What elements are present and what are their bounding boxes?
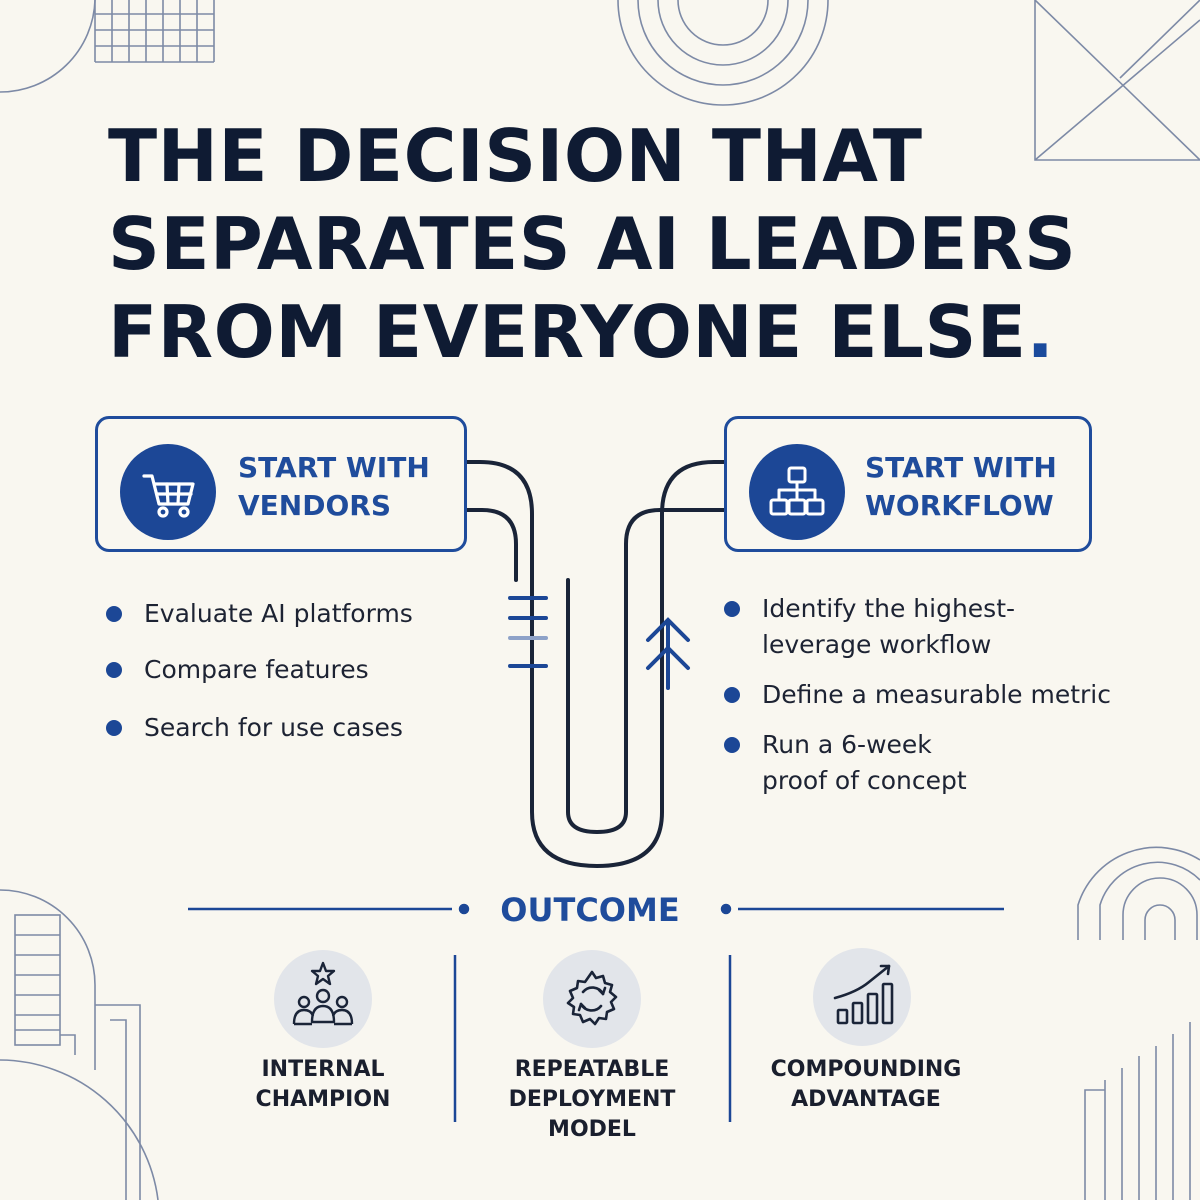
shopping-cart-icon	[142, 474, 195, 518]
outcome-item-line: MODEL	[548, 1117, 636, 1142]
growth-chart-icon	[833, 964, 894, 1025]
title-end-mark: .	[1026, 290, 1055, 374]
list-item: Define a measurable metric	[724, 677, 1164, 713]
outcome-item-line: REPEATABLE	[514, 1057, 670, 1082]
title-line-3-text: FROM EVERYONE ELSE	[108, 290, 1027, 374]
workflow-card-label: START WITH WORKFLOW	[865, 449, 1057, 525]
title-line-2: SEPARATES AI LEADERS	[108, 202, 1077, 286]
workflow-steps-list: Identify the highest-leverage workflow D…	[724, 591, 1164, 799]
path-inner-bottom	[566, 578, 628, 835]
outcome-heading: OUTCOME	[500, 891, 680, 929]
title-line-1: THE DECISION THAT	[108, 114, 923, 198]
outcome-item-line: INTERNAL	[261, 1057, 385, 1082]
bullet-dot-icon	[106, 662, 122, 678]
stair-lines-decoration	[1084, 1022, 1191, 1200]
vendors-label-line-1: START WITH	[238, 451, 430, 484]
vendors-label-line-2: VENDORS	[238, 489, 392, 522]
outcome-item-line: ADVANTAGE	[791, 1087, 941, 1112]
vendors-icon-badge	[120, 444, 216, 540]
title-line-3: FROM EVERYONE ELSE.	[108, 288, 1168, 376]
concentric-arcs-decoration	[617, 0, 829, 106]
list-item: Identify the highest-leverage workflow	[724, 591, 1164, 663]
org-chart-icon	[769, 466, 825, 516]
up-chevrons-icon	[646, 617, 690, 690]
path-outer	[464, 460, 726, 869]
grid-pattern-icon	[94, 0, 215, 63]
workflow-label-line-1: START WITH	[865, 451, 1057, 484]
vendors-steps-list: Evaluate AI platforms Compare features S…	[106, 596, 486, 746]
workflow-label-line-2: WORKFLOW	[865, 489, 1054, 522]
outcome-item-line: CHAMPION	[255, 1087, 391, 1112]
vendors-option-card: START WITH VENDORS	[95, 416, 467, 552]
path-inner	[464, 508, 518, 582]
path-inner-right	[624, 508, 726, 582]
advantage-icon-badge	[813, 948, 911, 1046]
outcome-item-advantage: COMPOUNDING ADVANTAGE	[746, 1055, 986, 1115]
list-item: Search for use cases	[106, 710, 486, 746]
page-title: THE DECISION THAT SEPARATES AI LEADERS F…	[108, 112, 1168, 376]
bullet-dot-icon	[724, 601, 740, 617]
cycle-gear-icon	[566, 970, 618, 1026]
list-item: Evaluate AI platforms	[106, 596, 486, 632]
team-star-icon	[292, 961, 354, 1026]
outcome-item-line: COMPOUNDING	[770, 1057, 962, 1082]
champion-icon-badge	[274, 950, 372, 1048]
deployment-icon-badge	[543, 950, 641, 1048]
vendors-card-label: START WITH VENDORS	[238, 449, 430, 525]
bullet-dot-icon	[106, 606, 122, 622]
workflow-icon-badge	[749, 444, 845, 540]
outcome-item-champion: INTERNAL CHAMPION	[203, 1055, 443, 1115]
outcome-item-line: DEPLOYMENT	[508, 1087, 676, 1112]
building-blocks-decoration	[0, 889, 159, 1200]
list-item: Compare features	[106, 652, 486, 688]
bullet-dot-icon	[106, 720, 122, 736]
bullet-dot-icon	[724, 737, 740, 753]
workflow-option-card: START WITH WORKFLOW	[724, 416, 1092, 552]
arch-decoration	[1077, 846, 1200, 940]
corner-arc-decoration	[0, 0, 96, 93]
outcome-item-deployment: REPEATABLE DEPLOYMENT MODEL	[472, 1055, 712, 1145]
triangle-geometry-decoration	[1034, 0, 1200, 161]
lane-marks-icon	[508, 596, 548, 668]
bullet-dot-icon	[724, 687, 740, 703]
